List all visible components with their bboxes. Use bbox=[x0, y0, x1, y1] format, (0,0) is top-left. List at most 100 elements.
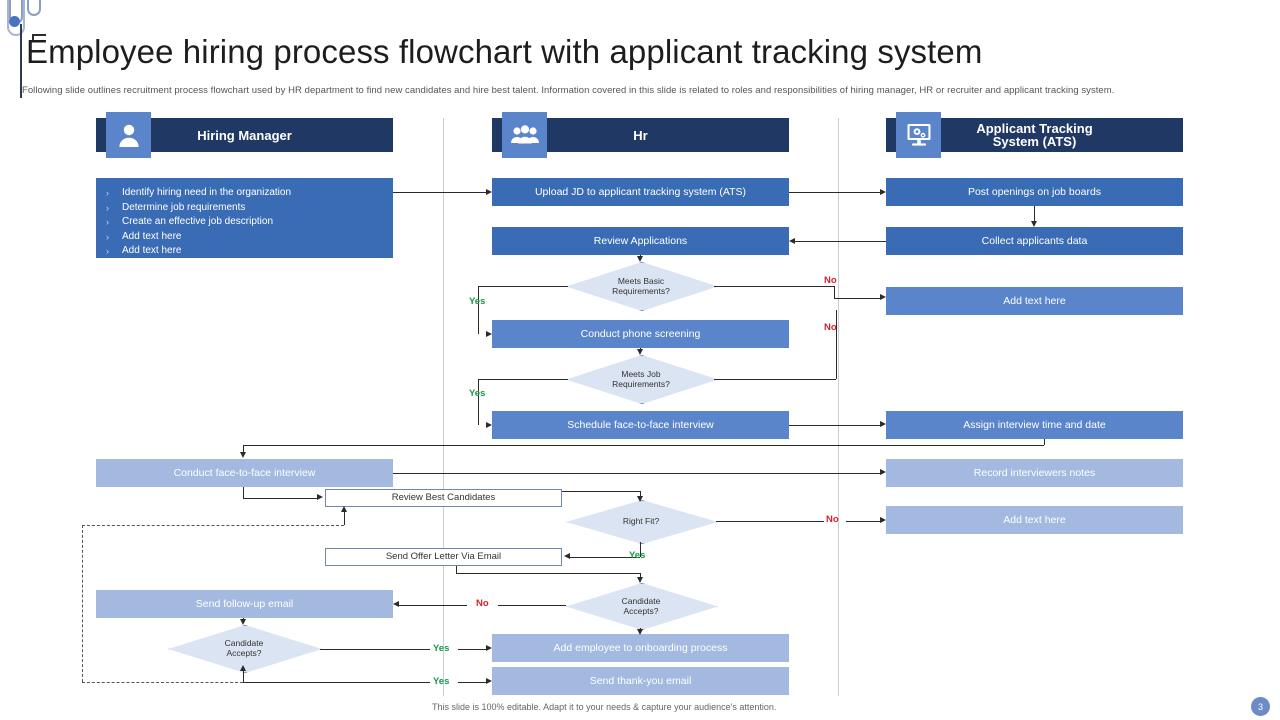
node-assign-interview-time[interactable]: Assign interview time and date bbox=[886, 411, 1183, 439]
decision-label-line2: Requirements? bbox=[612, 378, 670, 389]
chevron-right-icon: › bbox=[106, 231, 109, 242]
column-header-label: Applicant Tracking System (ATS) bbox=[976, 122, 1092, 148]
lane-divider-1 bbox=[443, 118, 444, 696]
edge-label-yes: Yes bbox=[433, 643, 450, 654]
column-header-hiring-manager: Hiring Manager bbox=[96, 112, 393, 158]
list-item: › Add text here bbox=[106, 230, 383, 245]
connector bbox=[456, 566, 457, 573]
node-upload-jd[interactable]: Upload JD to applicant tracking system (… bbox=[492, 178, 789, 206]
arrow-head bbox=[789, 237, 795, 244]
list-item: ›Determine job requirements bbox=[106, 201, 383, 216]
connector bbox=[834, 285, 835, 298]
node-ats-add-text-2[interactable]: Add text here bbox=[886, 506, 1183, 534]
people-group-icon bbox=[502, 112, 547, 158]
connector bbox=[714, 285, 834, 287]
connector bbox=[562, 490, 641, 492]
arrow-head bbox=[486, 421, 492, 428]
decision-label-line1: Meets Basic bbox=[617, 275, 665, 286]
decision-right-fit[interactable]: Right Fit? bbox=[566, 500, 718, 544]
edge-label-yes: Yes bbox=[433, 676, 450, 687]
arrow-head bbox=[486, 330, 492, 337]
arrow-head bbox=[239, 619, 246, 625]
node-review-applications[interactable]: Review Applications bbox=[492, 227, 789, 255]
hiring-manager-bullets: ›Identify hiring need in the organizatio… bbox=[96, 178, 393, 258]
decision-label-line1: Candidate bbox=[621, 595, 661, 606]
node-review-best-candidates[interactable]: Review Best Candidates bbox=[325, 489, 562, 507]
node-post-openings[interactable]: Post openings on job boards bbox=[886, 178, 1183, 206]
chevron-right-icon: › bbox=[106, 188, 109, 198]
column-header-label: Hiring Manager bbox=[197, 127, 292, 143]
connector-dashed bbox=[82, 525, 83, 682]
connector bbox=[243, 445, 1044, 446]
node-conduct-phone-screening[interactable]: Conduct phone screening bbox=[492, 320, 789, 348]
connector bbox=[498, 604, 566, 606]
node-send-followup-email[interactable]: Send follow-up email bbox=[96, 590, 393, 618]
arrow-head bbox=[239, 452, 246, 458]
connector bbox=[393, 472, 880, 474]
edge-label-no: No bbox=[826, 514, 839, 525]
arrow-head bbox=[486, 645, 492, 651]
node-add-employee-to-onboarding[interactable]: Add employee to onboarding process bbox=[492, 634, 789, 662]
connector bbox=[456, 572, 640, 574]
decision-label-line1: Meets Job bbox=[621, 368, 661, 379]
connector bbox=[243, 681, 430, 683]
lane-divider-2 bbox=[838, 118, 839, 696]
connector bbox=[789, 424, 880, 426]
decision-label-line2: Requirements? bbox=[612, 285, 670, 296]
list-item: ›Identify hiring need in the organizatio… bbox=[106, 186, 383, 201]
edge-label-yes: Yes bbox=[629, 550, 646, 561]
connector bbox=[243, 487, 244, 498]
person-icon bbox=[106, 112, 151, 158]
chevron-right-icon: › bbox=[106, 217, 109, 227]
node-send-offer-letter-via-email[interactable]: Send Offer Letter Via Email bbox=[325, 548, 562, 566]
connector bbox=[640, 542, 641, 557]
decision-label: Right Fit? bbox=[622, 516, 660, 526]
arrow-head bbox=[486, 188, 492, 195]
arrow-head bbox=[636, 577, 643, 583]
connector-dashed bbox=[82, 525, 344, 526]
bullet-label: Add text here bbox=[122, 230, 182, 242]
arrow-head bbox=[880, 294, 886, 300]
connector bbox=[458, 648, 486, 650]
arrow-head bbox=[636, 496, 643, 502]
arrow-head bbox=[880, 421, 886, 427]
edge-label-no: No bbox=[824, 322, 837, 333]
connector bbox=[458, 681, 486, 683]
node-conduct-face-to-face-interview[interactable]: Conduct face-to-face interview bbox=[96, 459, 393, 487]
title-accent-rule bbox=[20, 24, 22, 98]
connector bbox=[795, 241, 886, 242]
arrow-head bbox=[1030, 221, 1037, 227]
connector-dashed bbox=[82, 681, 243, 683]
edge-label-no: No bbox=[476, 598, 489, 609]
bullet-label: Create an effective job description bbox=[122, 216, 274, 227]
decision-label-line1: Candidate bbox=[224, 638, 264, 648]
bullet-label: Add text here bbox=[122, 245, 182, 256]
connector bbox=[478, 285, 568, 287]
connector bbox=[478, 285, 479, 334]
arrow-head bbox=[239, 665, 246, 671]
edge-label-yes: Yes bbox=[469, 296, 486, 307]
connector bbox=[714, 378, 836, 380]
list-item: ›Add text here bbox=[106, 244, 383, 259]
node-ats-add-text-1[interactable]: Add text here bbox=[886, 287, 1183, 315]
connector bbox=[393, 192, 486, 193]
page-number-badge: 3 bbox=[1251, 697, 1270, 716]
connector bbox=[320, 648, 430, 650]
node-collect-applicants-data[interactable]: Collect applicants data bbox=[886, 227, 1183, 255]
arrow-head bbox=[393, 601, 399, 607]
node-send-thankyou-email[interactable]: Send thank-you email bbox=[492, 667, 789, 695]
arrow-head bbox=[880, 517, 886, 523]
arrow-head bbox=[486, 678, 492, 684]
connector bbox=[399, 604, 467, 606]
node-record-interviewers-notes[interactable]: Record interviewers notes bbox=[886, 459, 1183, 487]
node-schedule-face-to-face-interview[interactable]: Schedule face-to-face interview bbox=[492, 411, 789, 439]
arrow-head bbox=[636, 349, 643, 355]
edge-label-no: No bbox=[824, 275, 837, 286]
